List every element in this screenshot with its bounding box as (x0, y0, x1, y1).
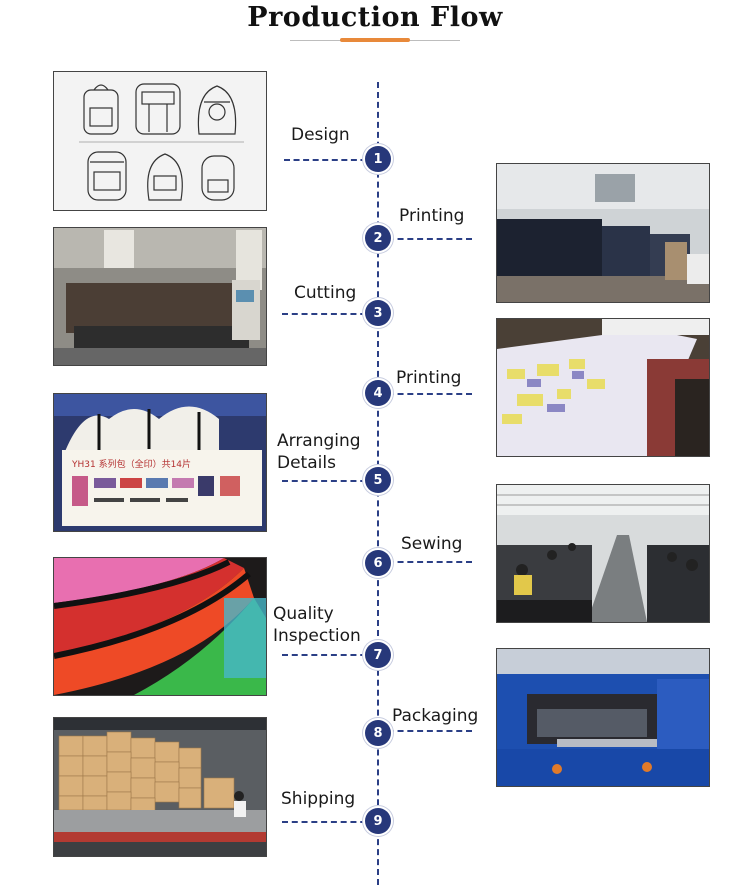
arranged-parts-photo: YH31 系列包（全印）共14片 (53, 393, 267, 532)
step-5-node: 5 (365, 467, 391, 493)
quality-inspection-photo (53, 557, 267, 696)
step-8-node: 8 (365, 720, 391, 746)
sketch-backpack-1 (83, 84, 119, 135)
step-4-label: Printing (396, 368, 462, 388)
step-2-node: 2 (365, 225, 391, 251)
connector-step-3 (282, 313, 376, 315)
parts-sheet-text: YH31 系列包（全印）共14片 (71, 458, 191, 470)
connector-step-9 (282, 821, 376, 823)
step-8-label: Packaging (392, 706, 479, 726)
connector-step-5 (282, 480, 376, 482)
backpack-sketch-photo (53, 71, 267, 211)
cutting-machine-photo (53, 227, 267, 366)
step-7-label-line1: Quality (273, 604, 334, 624)
step-5-label-line2: Details (277, 453, 336, 473)
step-5-label-line1: Arranging (277, 431, 361, 451)
step-9-label: Shipping (281, 789, 356, 809)
connector-step-4 (378, 393, 472, 395)
step-3-label: Cutting (294, 283, 357, 303)
step-4-node: 4 (365, 380, 391, 406)
shipping-truck-photo (53, 717, 267, 857)
step-3-node: 3 (365, 300, 391, 326)
step-1-node: 1 (365, 146, 391, 172)
sewing-workshop-photo (496, 484, 710, 623)
page-title: Production Flow (247, 2, 503, 33)
step-1-label: Design (291, 125, 350, 145)
step-6-node: 6 (365, 550, 391, 576)
step-7-label-line2: Inspection (273, 626, 361, 646)
connector-step-1 (284, 159, 376, 161)
connector-step-8 (378, 730, 472, 732)
printing-factory-photo (496, 163, 710, 303)
connector-step-6 (378, 561, 472, 563)
connector-step-7 (282, 654, 376, 656)
connector-step-2 (378, 238, 472, 240)
packaging-machine-photo (496, 648, 710, 787)
step-9-node: 9 (365, 808, 391, 834)
title-accent-bar (340, 38, 410, 42)
step-2-label: Printing (399, 206, 465, 226)
fabric-printing-photo (496, 318, 710, 457)
step-7-node: 7 (365, 642, 391, 668)
step-6-label: Sewing (401, 534, 463, 554)
